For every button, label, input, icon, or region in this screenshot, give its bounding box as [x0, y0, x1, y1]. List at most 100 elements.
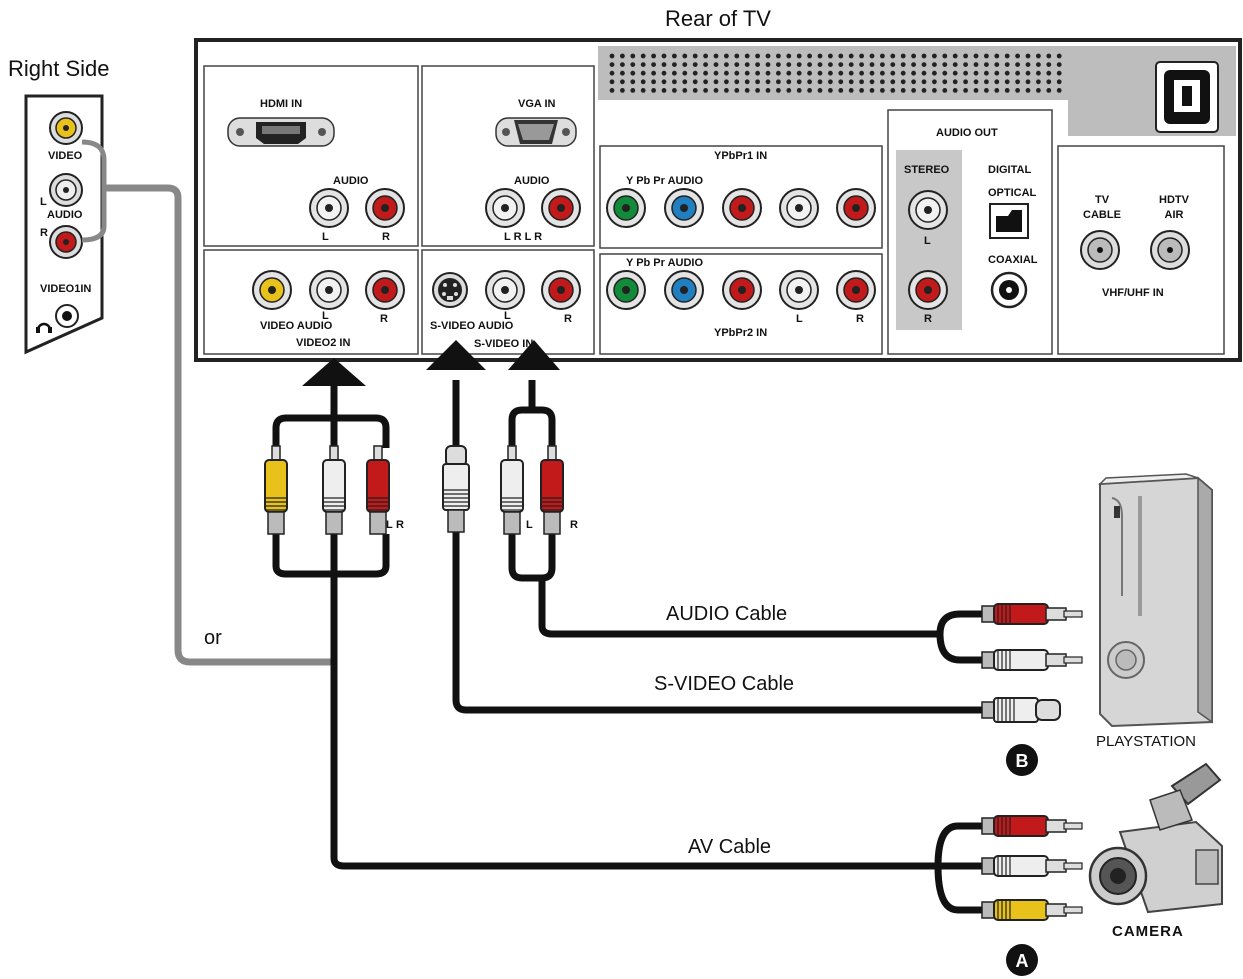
right-side-title: Right Side [8, 56, 110, 81]
audio-cable-split [930, 610, 984, 664]
stereo-label: STEREO [904, 164, 950, 176]
right-side-panel [24, 94, 104, 355]
svideo-port [432, 272, 468, 308]
vga-port [495, 117, 577, 147]
ypbpr1-row-label: Y Pb Pr AUDIO [626, 175, 703, 187]
red-rca-jack [908, 270, 948, 310]
white-rca-plug [981, 855, 1083, 877]
stereo-r-label: R [924, 313, 932, 325]
coaxial-port [990, 271, 1028, 309]
vent-dots [609, 53, 1062, 93]
tv-cable-port [1080, 230, 1120, 270]
red-rca-plug [981, 603, 1083, 625]
svideo-cable-label: S-VIDEO Cable [654, 673, 794, 695]
headphone-icon [36, 322, 52, 333]
audio-out-label: AUDIO OUT [936, 127, 998, 139]
vhf-uhf-label: VHF/UHF IN [1102, 287, 1164, 299]
playstation-label: PLAYSTATION [1096, 733, 1196, 750]
rca-jacks [252, 188, 948, 310]
ypbpr2-in-label: YPbPr2 IN [714, 327, 767, 339]
vga-in-label: VGA IN [518, 98, 556, 110]
rear-of-tv-title: Rear of TV [665, 6, 771, 31]
vga-audio-label: AUDIO [514, 175, 550, 187]
cable-label: CABLE [1083, 209, 1121, 221]
plug-r1-label: R [396, 519, 404, 531]
ypbpr2-row-label: Y Pb Pr AUDIO [626, 257, 703, 269]
red-rca-jack [722, 188, 762, 228]
red-rca-jack [541, 270, 581, 310]
side-audio-r-jack [49, 225, 83, 259]
svg-text:A: A [1016, 951, 1029, 971]
white-rca-jack [309, 270, 349, 310]
air-label: AIR [1165, 209, 1184, 221]
hdmi-port [227, 117, 335, 147]
ypbpr1-in-label: YPbPr1 IN [714, 150, 767, 162]
svideo-plug [442, 445, 470, 533]
arrow-up-video2 [302, 358, 366, 386]
arrow-up-svideo [426, 340, 486, 370]
red-rca-jack [836, 188, 876, 228]
blue-rca-jack [664, 270, 704, 310]
red-rca-jack [836, 270, 876, 310]
plug-r2-label: R [570, 519, 578, 531]
plug-l2-label: L [526, 519, 533, 531]
hdmi-in-label: HDMI IN [260, 98, 302, 110]
white-rca-jack [485, 270, 525, 310]
white-rca-plug [322, 445, 346, 535]
red-rca-jack [541, 188, 581, 228]
video2-video-audio-label: VIDEO AUDIO [260, 320, 333, 332]
hdmi-r-label: R [382, 231, 390, 243]
side-video-jack [49, 111, 83, 145]
coaxial-label: COAXIAL [988, 254, 1038, 266]
green-rca-jack [606, 270, 646, 310]
white-rca-jack [309, 188, 349, 228]
red-rca-plug [366, 445, 390, 535]
side-audio-l-jack [49, 173, 83, 207]
side-headphone-jack [55, 304, 79, 328]
white-rca-jack [779, 188, 819, 228]
audio-cable-label: AUDIO Cable [666, 603, 787, 625]
camcorder-icon [1088, 762, 1223, 914]
yellow-rca-plug [981, 899, 1083, 921]
svideo-r-label: R [564, 313, 572, 325]
arrow-up-audio [508, 340, 560, 370]
red-rca-jack [365, 188, 405, 228]
audio-y-top [508, 380, 556, 448]
side-bracket [81, 139, 107, 243]
white-rca-plug [500, 445, 524, 535]
game-console-icon [1098, 473, 1213, 728]
av-cable-label: AV Cable [688, 836, 771, 858]
marker-a: A [1006, 944, 1038, 976]
side-video1in-label: VIDEO1IN [40, 283, 91, 295]
stereo-l-label: L [924, 235, 931, 247]
hdmi-audio-label: AUDIO [333, 175, 369, 187]
white-rca-jack [908, 190, 948, 230]
hdmi-l-label: L [322, 231, 329, 243]
side-gray-cable [104, 184, 332, 666]
red-rca-plug [981, 815, 1083, 837]
red-rca-jack [722, 270, 762, 310]
video2-r-label: R [380, 313, 388, 325]
ypbpr2-r-label: R [856, 313, 864, 325]
av-cable [330, 566, 920, 870]
white-rca-plug [981, 649, 1083, 671]
video2-y-bottom [272, 534, 390, 578]
audio-cable [508, 530, 930, 638]
hdtv-air-port [1150, 230, 1190, 270]
marker-b: B [1006, 744, 1038, 776]
ypbpr2-l-label: L [796, 313, 803, 325]
tv-label: TV [1095, 194, 1110, 206]
side-r-label: R [40, 227, 48, 239]
av-cable-split [920, 822, 984, 914]
vertical-plugs [264, 445, 564, 535]
video2-in-label: VIDEO2 IN [296, 337, 350, 349]
side-video-label: VIDEO [48, 150, 83, 162]
power-inlet-icon [1155, 61, 1219, 133]
svideo-cable [452, 530, 984, 714]
video2-y-top [272, 414, 390, 448]
side-audio-label: AUDIO [47, 209, 83, 221]
optical-label: OPTICAL [988, 187, 1037, 199]
vent-area [598, 46, 1236, 136]
svideo-plug-end [981, 697, 1061, 723]
